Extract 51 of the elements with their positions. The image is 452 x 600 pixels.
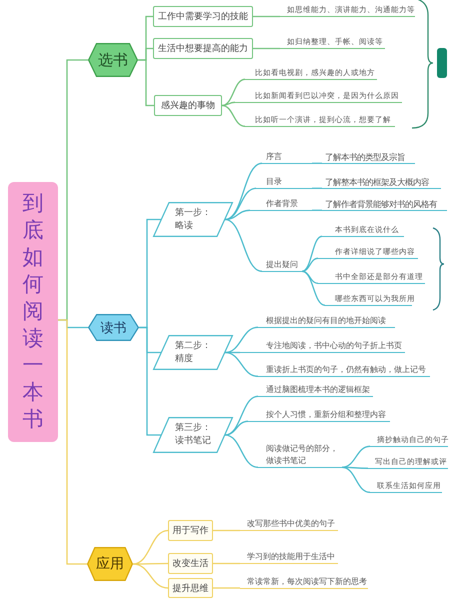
topic-box: 工作中需要学习的技能 <box>153 6 253 27</box>
branch-line <box>132 530 168 565</box>
branch-text: 了解作者背景能够对书的风格有 <box>322 199 447 211</box>
branch-line <box>213 530 240 532</box>
branch-line <box>222 102 236 106</box>
branch-line <box>224 210 250 220</box>
branch-line <box>222 104 246 127</box>
branch-text: 了解整本书的框架及大概内容 <box>322 177 441 189</box>
branch-line <box>312 210 322 211</box>
branch-text: 提出疑问 <box>262 260 302 272</box>
branch-line <box>302 258 318 272</box>
branch-line <box>58 319 87 565</box>
branch-line <box>342 466 370 493</box>
branch-line <box>224 326 258 354</box>
summary-box <box>437 48 447 78</box>
branch-line <box>224 188 256 220</box>
branch-line <box>139 326 161 436</box>
topic-box: 生活中想要提高的能力 <box>153 38 253 59</box>
branch-text: 了解本书的类型及宗旨 <box>322 152 415 164</box>
branch-line <box>213 562 240 564</box>
topic-box: 改变生活 <box>168 553 213 574</box>
branch-line <box>224 218 262 272</box>
branch-hexagon: 读书 <box>88 314 139 341</box>
branch-line <box>224 396 258 436</box>
branch-hexagon: 选书 <box>88 43 138 77</box>
branch-hexagon: 应用 <box>87 547 133 581</box>
branch-line <box>213 587 240 589</box>
topic-box: 用于写作 <box>168 520 213 541</box>
branch-line <box>312 188 322 189</box>
branch-line <box>253 48 280 50</box>
branch-line <box>224 352 258 377</box>
topic-box: 提升思维 <box>168 578 213 598</box>
branch-line <box>224 420 248 436</box>
branch-line <box>302 236 322 272</box>
branch-text: 作者背景 <box>250 199 312 211</box>
topic-box: 感兴趣的事物 <box>154 95 222 116</box>
branch-line <box>253 16 280 18</box>
branch-line <box>312 162 322 164</box>
step-parallelogram: 第一步：略读 <box>153 202 233 237</box>
branch-line <box>132 563 168 589</box>
branch-line <box>138 59 154 106</box>
step-parallelogram: 第二步：精度 <box>153 335 233 370</box>
branch-text: 序言 <box>262 152 312 164</box>
branch-line <box>302 270 318 284</box>
step-parallelogram: 第三步：读书笔记 <box>153 417 233 453</box>
branch-line <box>224 434 258 468</box>
branch-line <box>342 466 368 469</box>
root-box: 到底如何阅读一本书 <box>8 182 58 442</box>
branch-text: 目录 <box>256 177 312 189</box>
branch-line <box>222 78 246 106</box>
branch-line <box>302 270 326 306</box>
